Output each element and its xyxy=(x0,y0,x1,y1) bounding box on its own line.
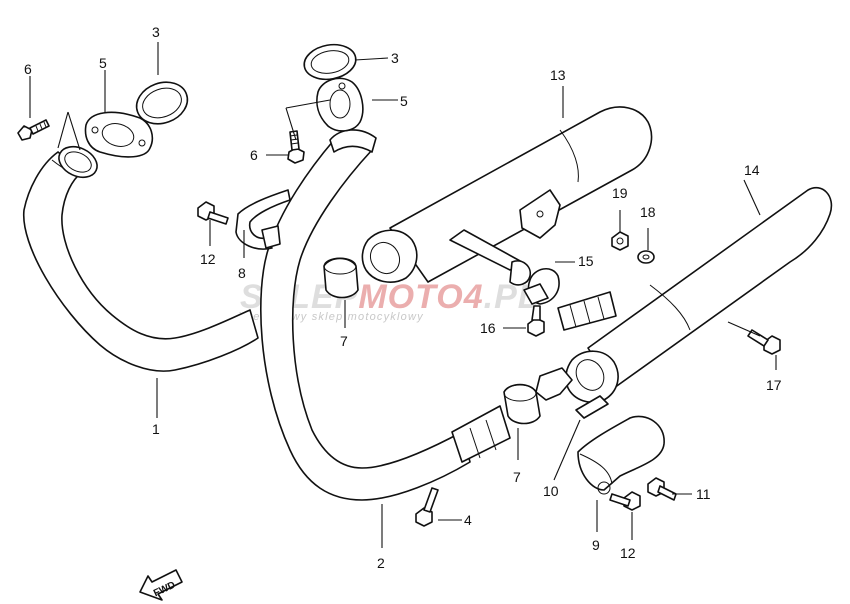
part-5-flange-front[interactable] xyxy=(84,111,154,158)
part-4-bolt[interactable] xyxy=(415,487,439,527)
callout-15: 15 xyxy=(578,253,594,269)
callout-7-rear: 7 xyxy=(513,469,521,485)
callout-16: 16 xyxy=(480,320,496,336)
part-18-washer[interactable] xyxy=(637,250,655,264)
part-7-connector-rear[interactable] xyxy=(503,383,541,425)
part-17-bolt[interactable] xyxy=(747,329,781,355)
part-1-front-exhaust-pipe[interactable] xyxy=(23,141,259,372)
callout-3-front: 3 xyxy=(152,24,160,40)
callout-19: 19 xyxy=(612,185,628,201)
callout-5-front: 5 xyxy=(99,55,107,71)
part-15-clamp[interactable] xyxy=(523,268,560,305)
callout-13: 13 xyxy=(550,67,566,83)
callout-6-front: 6 xyxy=(24,61,32,77)
callout-11: 11 xyxy=(696,486,711,502)
callout-4: 4 xyxy=(464,512,472,528)
part-19-nut[interactable] xyxy=(611,231,629,251)
leader-lines xyxy=(29,42,777,548)
callout-10: 10 xyxy=(543,483,559,499)
part-9-heat-shield[interactable] xyxy=(577,415,665,495)
callout-8: 8 xyxy=(238,265,246,281)
part-12-bolt-front[interactable] xyxy=(197,201,229,225)
part-7-connector-front[interactable] xyxy=(323,257,359,299)
part-13-rear-muffler[interactable] xyxy=(361,106,653,286)
part-16-bolt[interactable] xyxy=(527,305,545,337)
callout-2: 2 xyxy=(377,555,385,571)
part-10-clamp[interactable] xyxy=(535,367,609,419)
callout-5-rear: 5 xyxy=(400,93,408,109)
part-12-bolt-rear[interactable] xyxy=(609,491,641,511)
callout-14: 14 xyxy=(744,162,760,178)
part-6-bolt-front[interactable] xyxy=(17,119,50,141)
callout-6-rear: 6 xyxy=(250,147,258,163)
callout-18: 18 xyxy=(640,204,656,220)
part-6-bolt-rear[interactable] xyxy=(287,130,305,164)
part-11-bolt[interactable] xyxy=(647,477,677,501)
part-14-front-muffler[interactable] xyxy=(557,187,833,404)
callout-12-front: 12 xyxy=(200,251,216,267)
part-3-gasket-front[interactable] xyxy=(131,75,194,130)
part-3-gasket-rear[interactable] xyxy=(301,41,358,84)
callout-7-front: 7 xyxy=(340,333,348,349)
callout-9: 9 xyxy=(592,537,600,553)
part-2-rear-exhaust-pipe[interactable] xyxy=(260,129,511,501)
callout-numbers: 3 5 6 1 12 8 3 5 6 13 14 7 15 16 19 18 1… xyxy=(24,24,782,571)
part-8-clamp[interactable] xyxy=(235,189,291,250)
part-5-flange-rear[interactable] xyxy=(316,77,364,132)
callout-12-rear: 12 xyxy=(620,545,636,561)
callout-1: 1 xyxy=(152,421,160,437)
callout-17: 17 xyxy=(766,377,782,393)
callout-3-rear: 3 xyxy=(391,50,399,66)
fwd-arrow: FWD xyxy=(139,569,183,601)
